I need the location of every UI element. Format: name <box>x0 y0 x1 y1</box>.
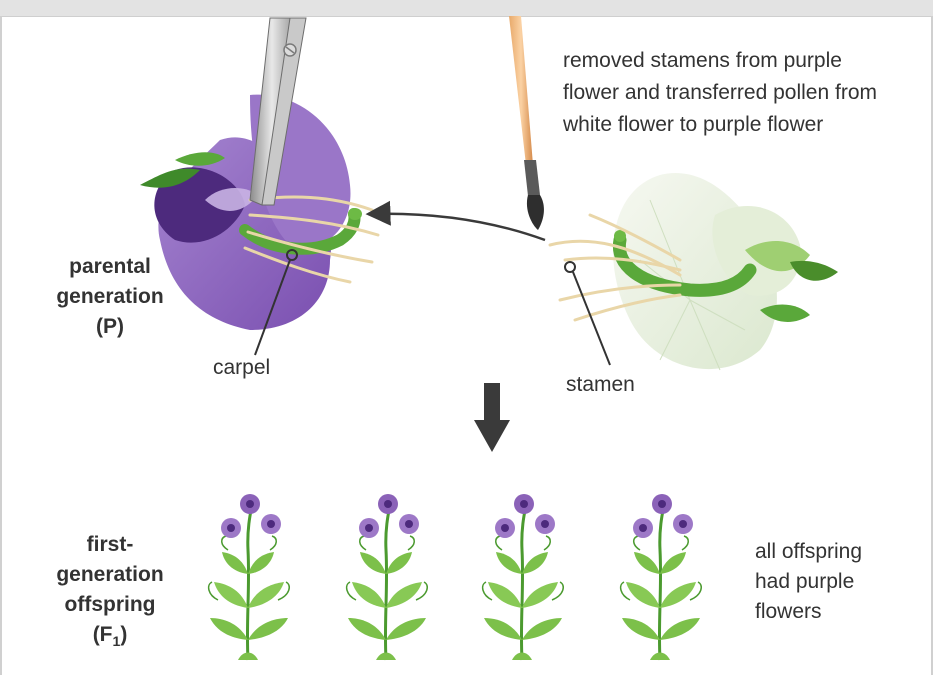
offspring-result-line: flowers <box>755 597 862 627</box>
pollen-transfer-arrow <box>368 214 545 240</box>
parental-label-line: (P) <box>40 312 180 342</box>
procedure-caption: removed stamens from purple flower and t… <box>563 45 877 141</box>
first-generation-label: first- generation offspring (F1) <box>40 530 180 656</box>
offspring-plant <box>483 494 564 660</box>
f1-label-line: first- <box>40 530 180 560</box>
procedure-caption-line: white flower to purple flower <box>563 109 877 141</box>
f1-label-line: (F1) <box>40 620 180 656</box>
procedure-caption-line: removed stamens from purple <box>563 45 877 77</box>
offspring-result-label: all offspring had purple flowers <box>755 537 862 627</box>
offspring-plant <box>209 494 290 660</box>
parental-label-line: parental <box>40 252 180 282</box>
f1-symbol-suffix: ) <box>120 623 127 646</box>
white-flower <box>550 173 838 370</box>
offspring-plant <box>621 494 702 660</box>
offspring-result-line: had purple <box>755 567 862 597</box>
offspring-plant <box>347 494 428 660</box>
offspring-result-line: all offspring <box>755 537 862 567</box>
procedure-caption-line: flower and transferred pollen from <box>563 77 877 109</box>
f1-label-line: offspring <box>40 590 180 620</box>
parental-generation-label: parental generation (P) <box>40 252 180 342</box>
paintbrush-icon <box>509 16 544 230</box>
f1-symbol-prefix: (F <box>93 623 113 646</box>
parental-label-line: generation <box>40 282 180 312</box>
down-arrow-icon <box>474 383 510 452</box>
carpel-label: carpel <box>213 353 270 383</box>
f1-label-line: generation <box>40 560 180 590</box>
stamen-label: stamen <box>566 370 635 400</box>
